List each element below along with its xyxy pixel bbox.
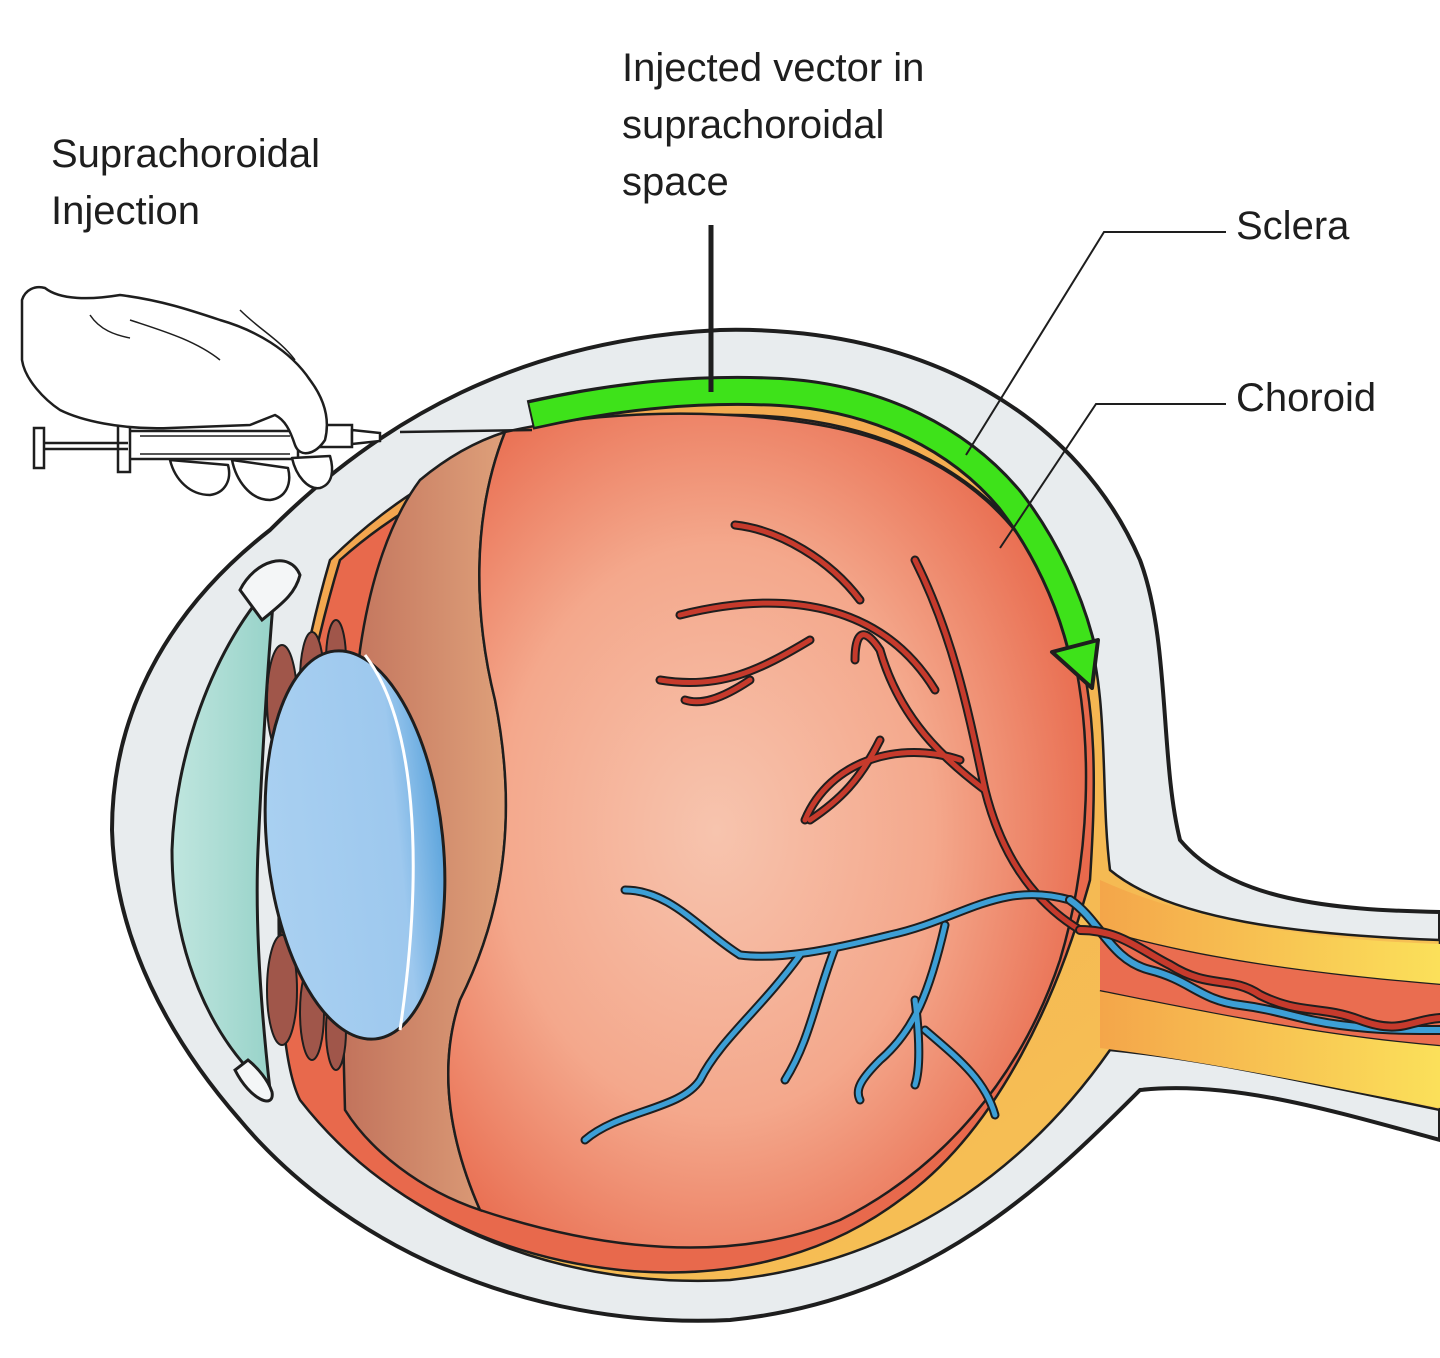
injected-vector-label: Injected vector in suprachoroidal space [622, 46, 925, 204]
injected-vector [526, 375, 1100, 690]
optic-nerve-vessels [1065, 895, 1440, 1035]
leader-lines [708, 225, 1226, 549]
sclera-leader-line [965, 231, 1226, 456]
flow-arrow-icon [1050, 638, 1100, 690]
choroid-label: Choroid [1236, 376, 1377, 420]
sclera-label: Sclera [1236, 204, 1350, 248]
lens [263, 649, 447, 1041]
gloved-hand-icon [20, 285, 334, 502]
suprachoroidal-injection-label: Suprachoroidal Injection [51, 132, 321, 233]
vitreous-body [447, 412, 1088, 1249]
retinal-veins [580, 885, 1075, 1145]
cornea [170, 559, 302, 1103]
choroid-leader-line [999, 403, 1226, 549]
